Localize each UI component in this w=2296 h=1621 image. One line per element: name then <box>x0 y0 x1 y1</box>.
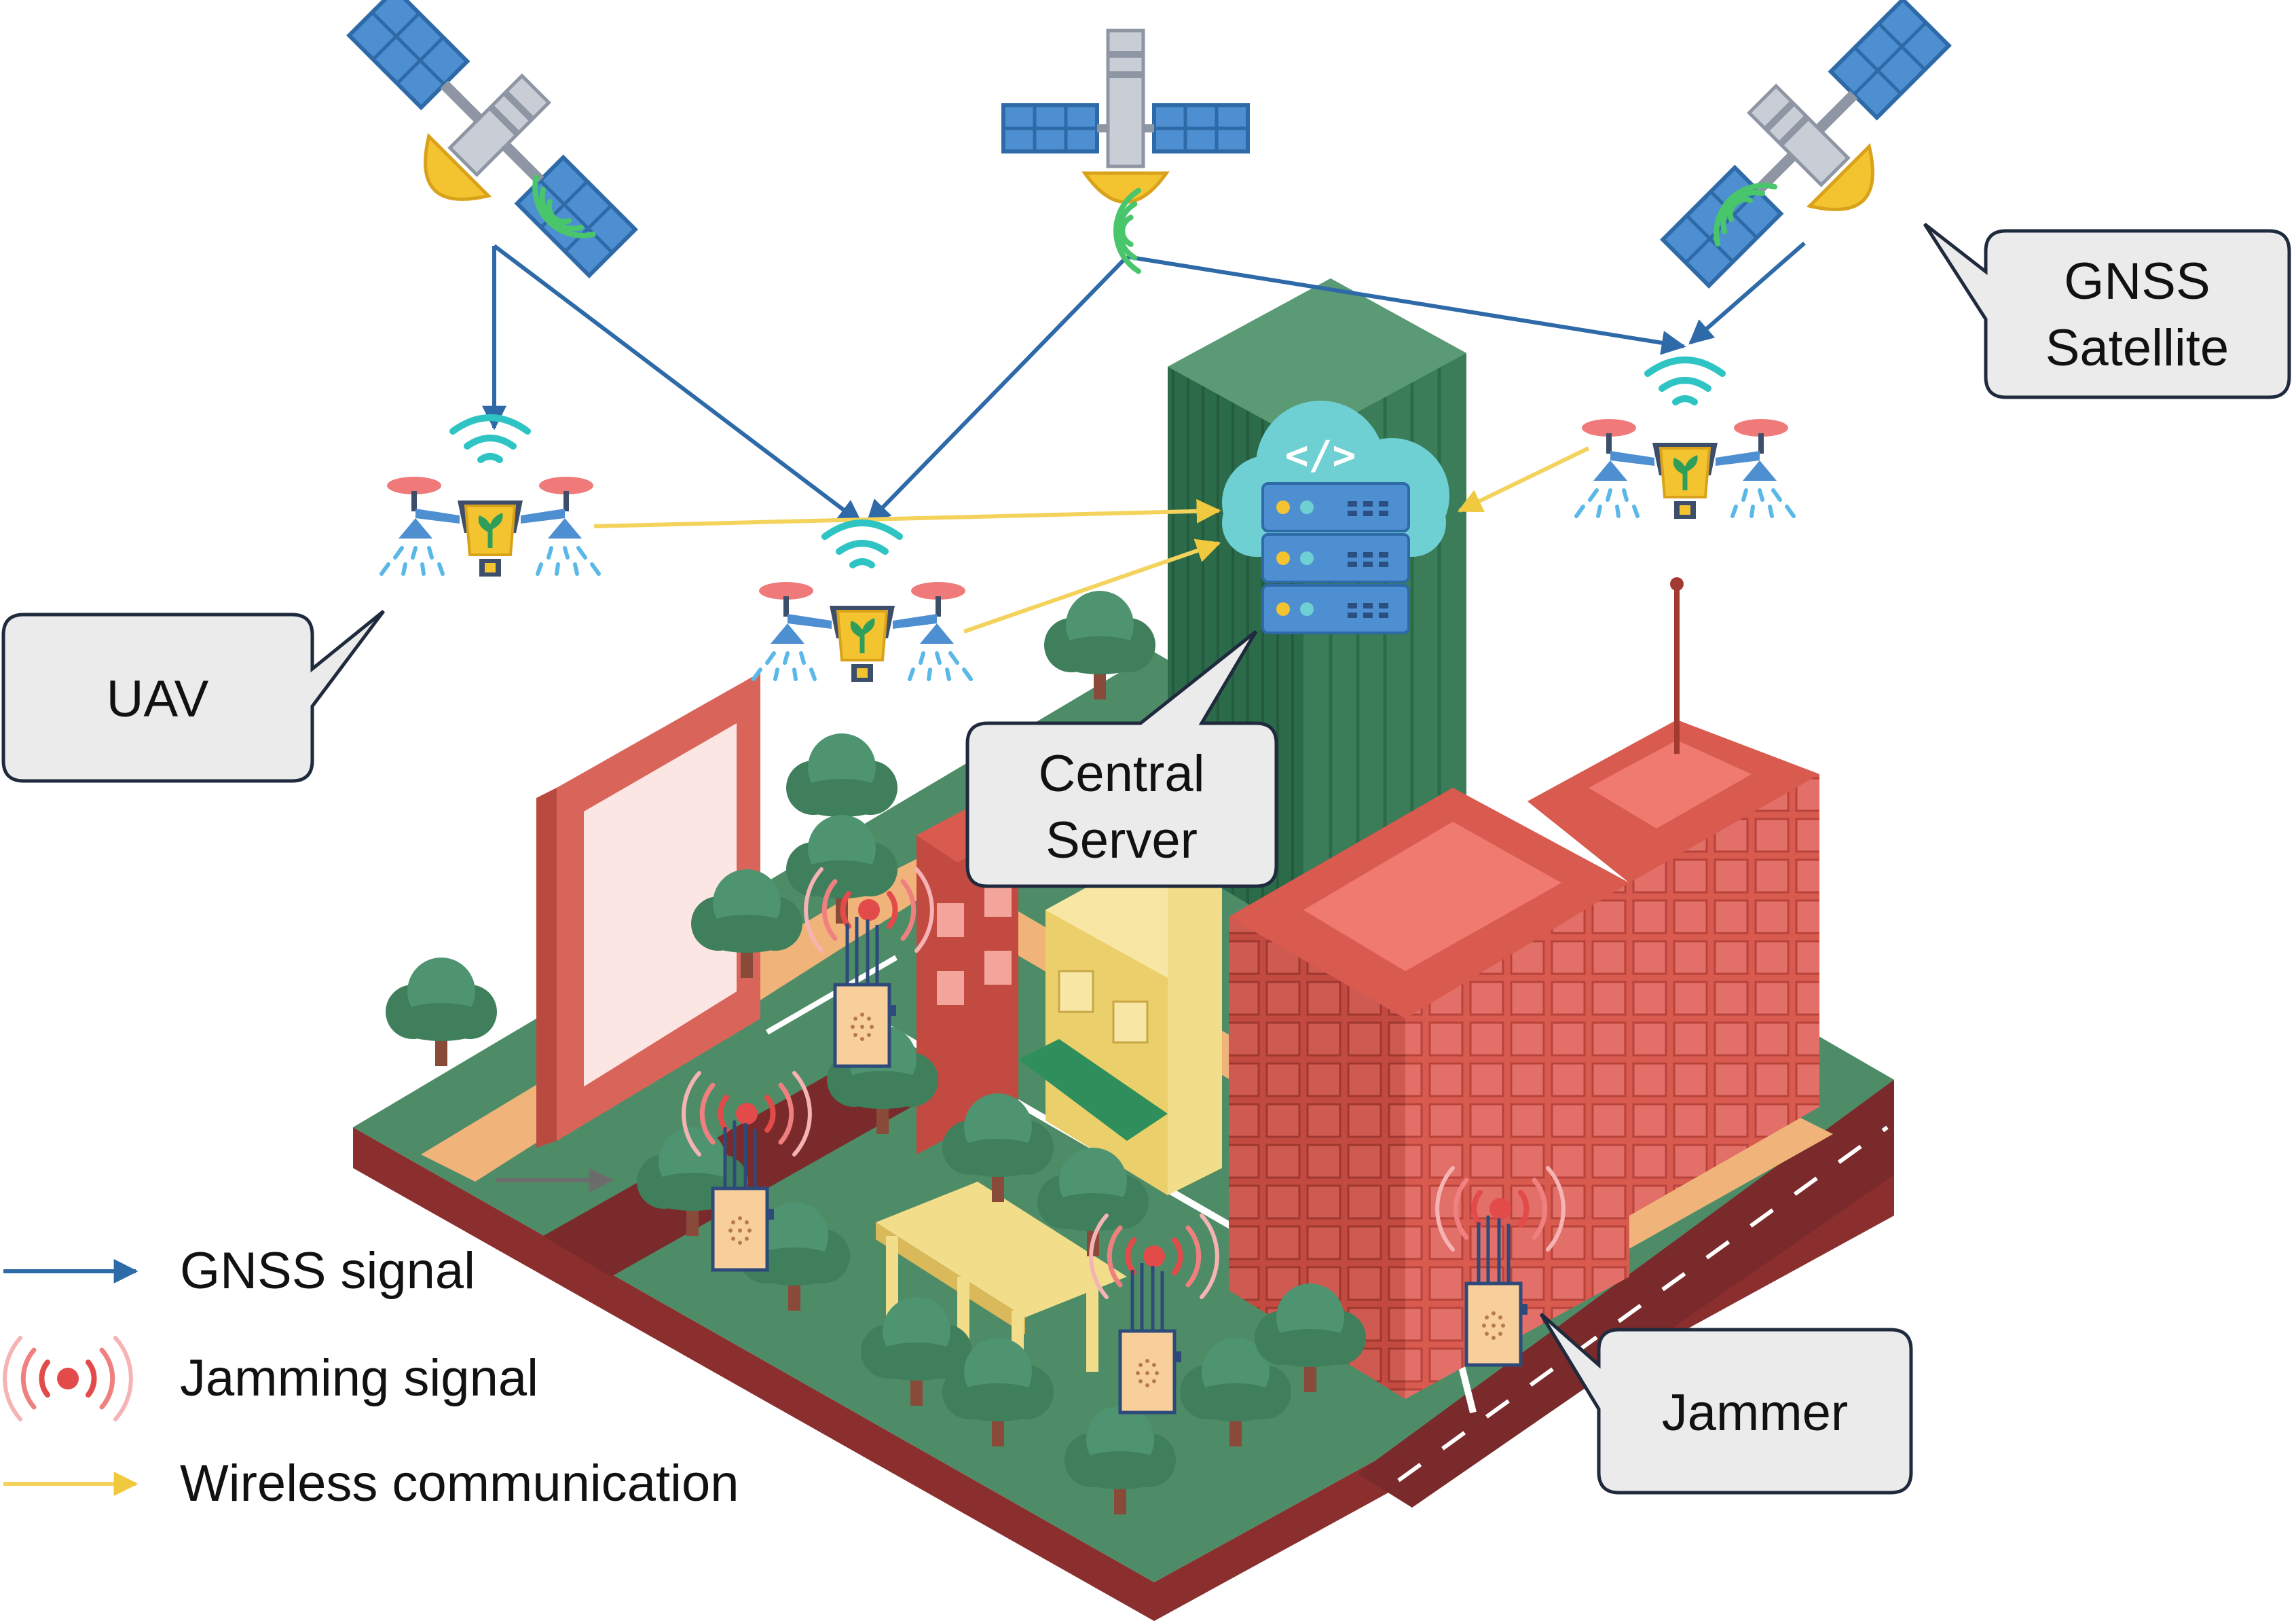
satellite-icon <box>314 0 655 310</box>
jamming-signal-icon <box>5 1338 131 1419</box>
gnss-signal-arrows <box>482 241 1806 525</box>
callout-central-server-line1: Central <box>1039 745 1205 803</box>
satellite-icon <box>1003 31 1248 202</box>
satellite-icon <box>1643 0 1984 321</box>
callout-central-server-line2: Server <box>1045 812 1198 869</box>
legend-item-gnss-signal: GNSS signal <box>3 1242 475 1300</box>
wireless-communication-arrows <box>593 446 1590 634</box>
building-yellow <box>1018 835 1222 1195</box>
billboard <box>536 672 760 1148</box>
callout-gnss-satellite-line1: GNSS <box>2064 253 2210 310</box>
callout-uav: UAV <box>1 610 385 783</box>
callout-jammer-label: Jammer <box>1662 1384 1848 1442</box>
building-red-large <box>1229 788 1629 1399</box>
legend-item-jamming-signal: Jamming signal <box>5 1338 538 1419</box>
uav-drone-icon <box>1576 360 1794 519</box>
road-right <box>1358 1080 1894 1508</box>
callout-uav-label: UAV <box>107 670 209 728</box>
pavilion <box>876 1182 1127 1406</box>
callout-jammer: Jammer <box>1539 1313 1913 1495</box>
legend-wireless-communication-label: Wireless communication <box>180 1455 739 1512</box>
satellites <box>314 0 1983 321</box>
legend-item-wireless-communication: Wireless communication <box>3 1455 739 1512</box>
legend-gnss-signal-label: GNSS signal <box>180 1242 475 1300</box>
building-red-tall <box>1527 577 1819 1216</box>
legend: GNSS signal Jamming signal Wireless comm… <box>3 1242 739 1512</box>
callout-gnss-satellite-line2: Satellite <box>2045 319 2229 377</box>
callout-central-server: Central Server <box>965 630 1278 888</box>
tree-icon <box>386 958 497 1066</box>
uav-drone-icon <box>754 523 971 682</box>
cloud-server-icon: </> <box>1222 401 1449 634</box>
svg-text:</>: </> <box>1285 432 1356 478</box>
legend-jamming-signal-label: Jamming signal <box>180 1349 538 1407</box>
uav-drone-icon <box>382 418 599 577</box>
callout-gnss-satellite: GNSS Satellite <box>1923 223 2291 399</box>
